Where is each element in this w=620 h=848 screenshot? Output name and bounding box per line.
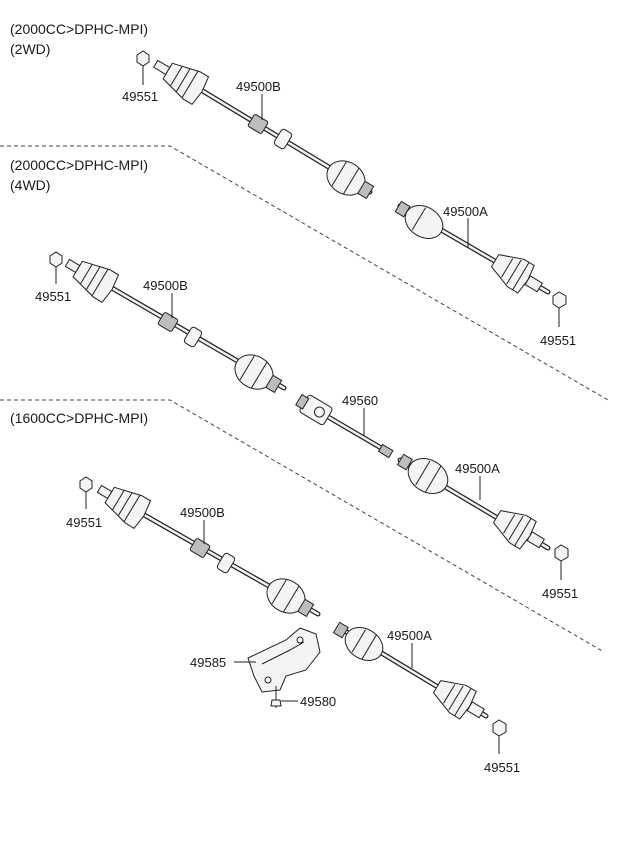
part-label-49560: 49560 (342, 393, 378, 408)
part-label-49585: 49585 (190, 655, 226, 670)
part-label-49580: 49580 (300, 694, 336, 709)
section-title-2wd: (2000CC>DPHC-MPI) (10, 21, 148, 37)
part-label-49551: 49551 (66, 515, 102, 530)
drive-shaft-49500b-4wd (64, 258, 287, 394)
drive-shaft-49500b-2wd (152, 59, 375, 200)
bolt-49580-icon (270, 686, 298, 708)
nut-49551-4wd-a-icon (552, 291, 567, 327)
part-label-49551: 49551 (484, 760, 520, 775)
separator-line (0, 145, 609, 401)
section-sub-4wd: (4WD) (10, 177, 50, 193)
part-label-49551: 49551 (122, 89, 158, 104)
part-label-49500a: 49500A (455, 461, 500, 476)
part-label-49551: 49551 (540, 333, 576, 348)
part-label-49551: 49551 (542, 586, 578, 601)
bracket-49585 (247, 627, 321, 693)
section-title-4wd: (2000CC>DPHC-MPI) (10, 157, 148, 173)
section-title-1600: (1600CC>DPHC-MPI) (10, 410, 148, 426)
nut-49551-1600-b-icon (79, 476, 93, 509)
drive-shaft-49500a-4wd-lower (396, 453, 551, 551)
part-label-49500b: 49500B (143, 278, 188, 293)
separator-line (0, 399, 605, 653)
nut-49551-1600-a-icon (492, 719, 507, 754)
drive-shaft-49500a-1600 (332, 621, 489, 720)
nut-49551-4wd-b-icon (49, 251, 63, 284)
drive-shaft-49500b-1600 (96, 484, 321, 618)
part-label-49551: 49551 (35, 289, 71, 304)
section-sub-2wd: (2WD) (10, 41, 50, 57)
nut-49551-4wd-a2-icon (554, 544, 569, 580)
part-label-49500a: 49500A (443, 204, 488, 219)
intermediate-shaft-49560 (295, 393, 394, 459)
nut-49551-2wd-icon (136, 50, 150, 85)
part-label-49500a: 49500A (387, 628, 432, 643)
part-label-49500b: 49500B (180, 505, 225, 520)
part-label-49500b: 49500B (236, 79, 281, 94)
drive-shaft-49500a-4wd (394, 200, 551, 295)
